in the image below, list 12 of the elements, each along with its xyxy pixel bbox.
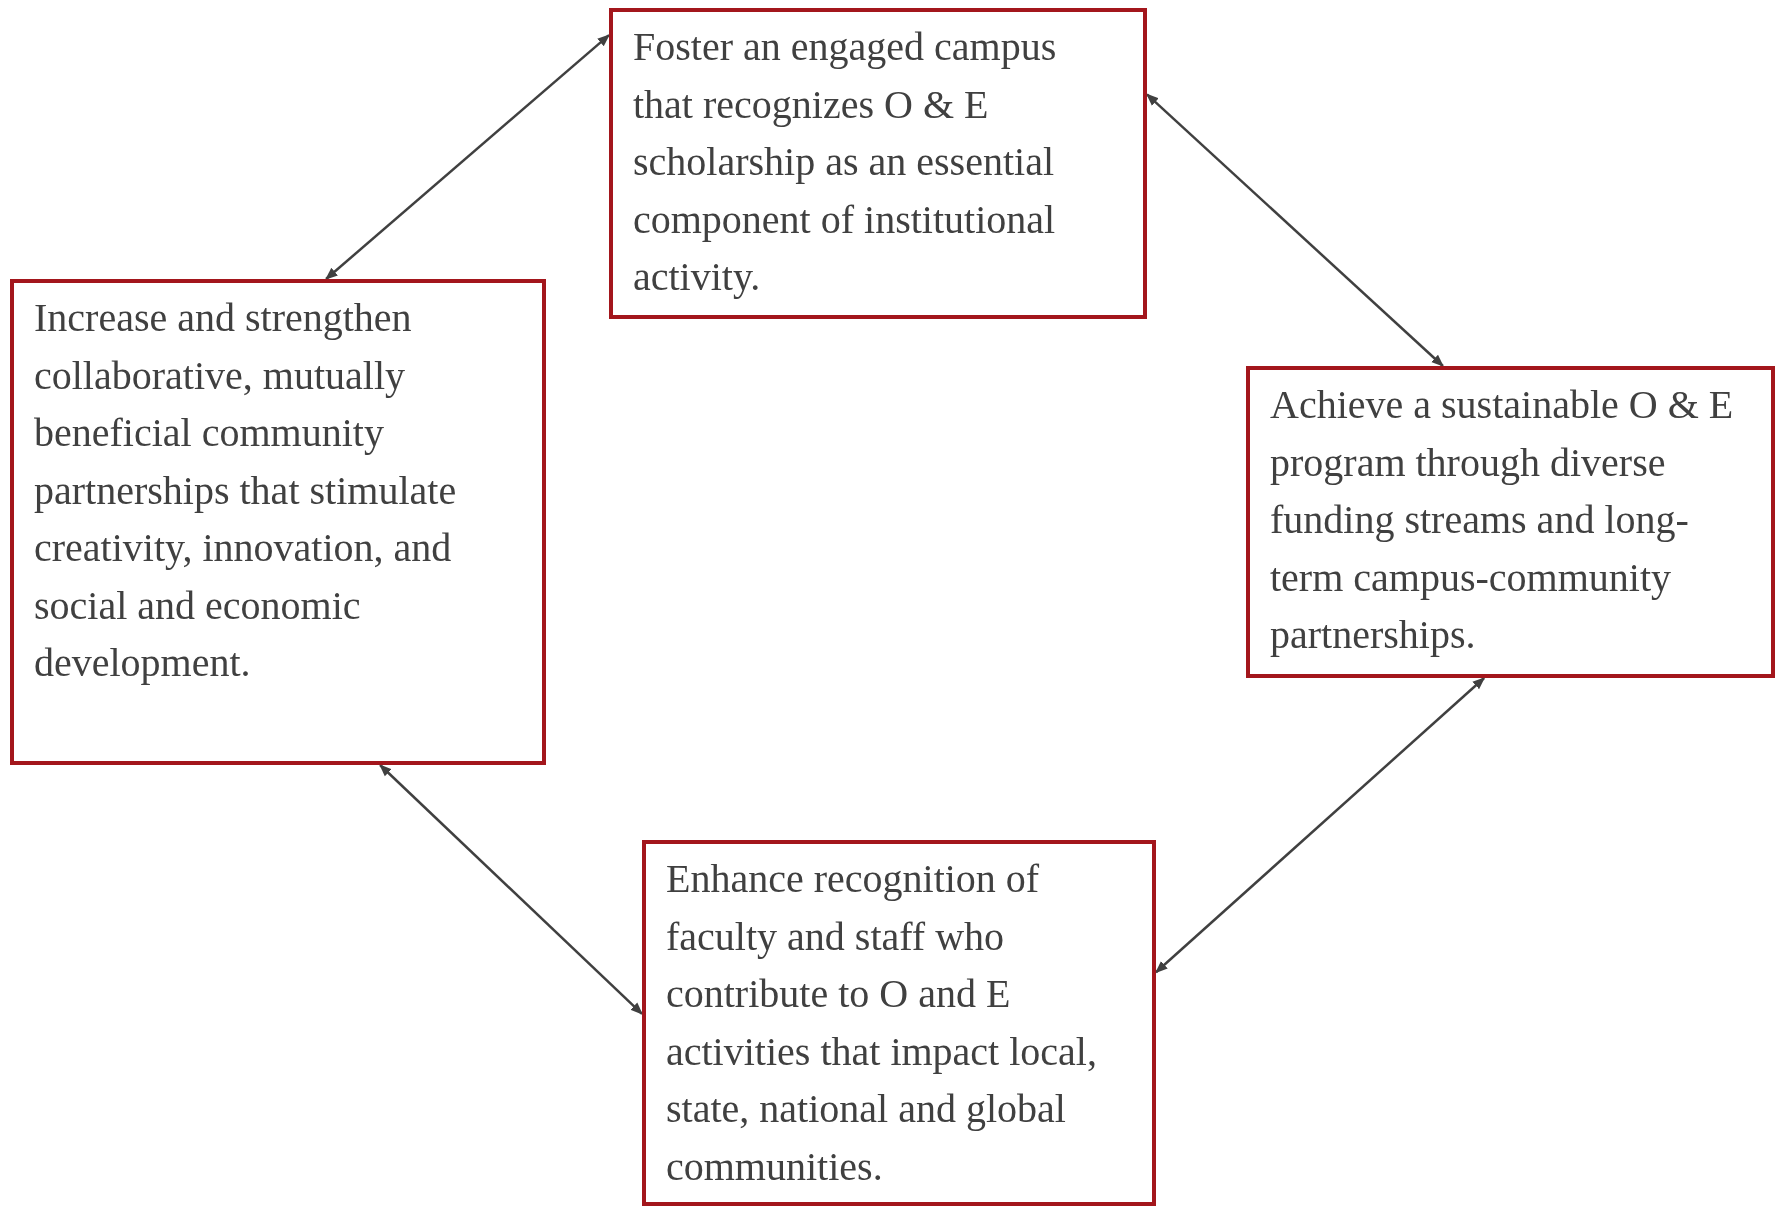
double-arrow [379,764,643,1015]
goal-text: Foster an engaged campus that recognizes O & E scholarship as an essential component of institutional activity. [633,23,1058,301]
goal-box [609,8,1147,319]
double-arrow [1155,677,1486,974]
double-arrow [1146,93,1444,367]
goal-box [1246,366,1775,678]
goal-box [10,279,546,765]
goal-box [642,840,1156,1206]
goal-text: Increase and strengthen collaborative, mutually beneficial community partnerships that stimulate creativity, innovation, and social and economic development. [34,294,458,687]
double-arrow [325,34,610,280]
goal-text: Enhance recognition of faculty and staff who contribute to O and E activities that impact local, state, national and global communities. [666,855,1098,1191]
goal-text: Achieve a sustainable O & E program through diverse funding streams and long-term campus-community partnerships. [1270,381,1735,659]
